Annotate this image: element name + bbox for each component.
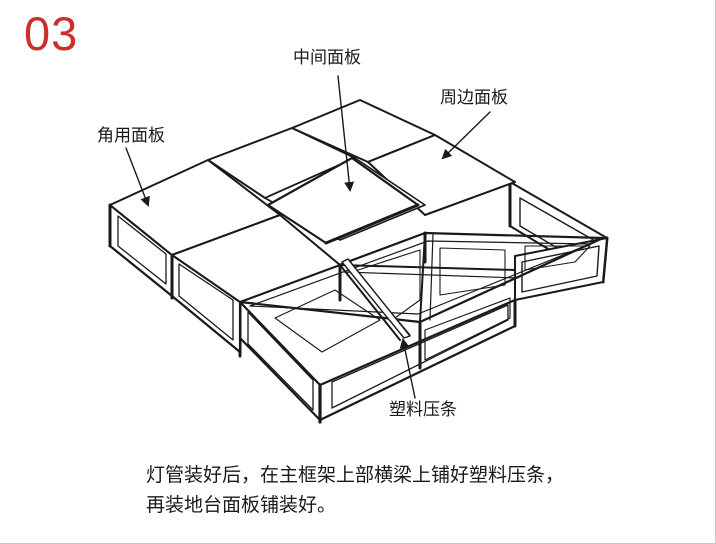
callout-arrows [125,75,491,399]
front-left-frame [238,300,322,424]
rear-frame [508,180,609,301]
plastic-strip-label: 塑料压条 [389,400,457,420]
middle-panel-label: 中间面板 [293,48,361,68]
plastic-strip [341,258,411,339]
floor-panels [109,99,516,303]
corner-panel-label: 角用面板 [97,126,165,146]
caption-line-1: 灯管装好后，在主框架上部横梁上铺好塑料压条， [146,464,565,486]
instruction-caption: 灯管装好后，在主框架上部横梁上铺好塑料压条， 再装地台面板铺装好。 [146,460,564,520]
step-number: 03 [24,7,79,60]
left-front-panel [171,214,341,303]
caption-line-2: 再装地台面板铺装好。 [146,494,337,516]
perimeter-panel-label: 周边面板 [440,88,508,108]
open-frame-grid [238,231,605,353]
